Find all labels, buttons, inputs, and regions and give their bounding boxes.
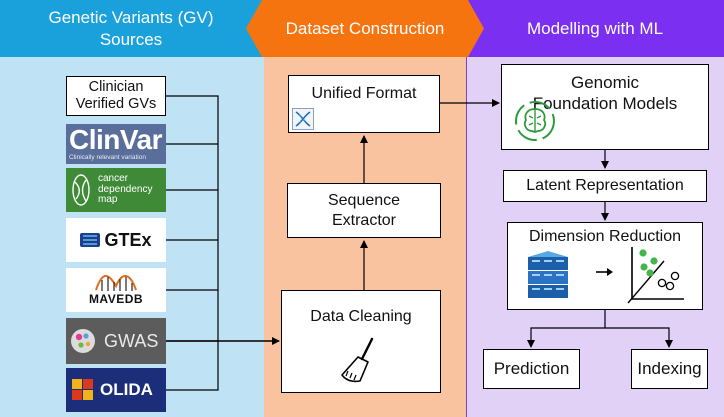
sequence-extractor-box: Sequence Extractor [287, 183, 441, 238]
arrow-to-prediction [527, 310, 606, 348]
data-cleaning-label: Data Cleaning [310, 308, 412, 325]
latent-representation-box: Latent Representation [503, 170, 707, 202]
gwas-logo-text: GWAS [104, 330, 159, 351]
prediction-label: Prediction [493, 359, 570, 379]
modelling-header-text: Modelling with ML [526, 18, 664, 38]
scatter-plot-icon [627, 247, 684, 304]
sources-header: Genetic Variants (GV) Sources [0, 0, 262, 57]
olida-logo-text: OLIDA [100, 380, 153, 399]
broom-icon [341, 337, 374, 383]
indexing-box: Indexing [631, 349, 708, 389]
dataset-header: Dataset Construction [246, 0, 484, 57]
dimension-reduction-label: Dimension Reduction [528, 228, 682, 245]
clinician-verified-box: Clinician Verified GVs [66, 76, 166, 116]
clinvar-logo-text: ClinVar [69, 124, 162, 155]
unified-format-label: Unified Format [311, 85, 417, 102]
sources-header-text: Genetic Variants (GV) Sources [48, 8, 214, 49]
indexing-label: Indexing [637, 359, 702, 379]
olida-icon [72, 379, 93, 400]
clinvar-logo: ClinVar Clinically relevant variation [66, 124, 166, 164]
foundation-models-box: Genomic Foundation Models [501, 64, 709, 150]
sequence-extractor-label: Sequence Extractor [327, 191, 401, 229]
brain-icon [515, 101, 555, 141]
foundation-models-label: Genomic Foundation Models [532, 73, 678, 114]
dataset-header-text: Dataset Construction [285, 18, 445, 38]
mavedb-logo-text: MAVEDB [88, 292, 144, 306]
gwas-icon [71, 329, 95, 353]
database-cube-icon [528, 251, 568, 298]
gwas-logo: GWAS [66, 318, 166, 364]
dna-icon [292, 108, 314, 130]
latent-representation-label: Latent Representation [526, 177, 684, 194]
depmap-icon [72, 174, 90, 206]
unified-format-box: Unified Format [288, 75, 440, 133]
depmap-logo-text: cancer dependency map [98, 173, 153, 206]
gtex-logo: GTEx [66, 218, 166, 262]
modelling-header: Modelling with ML [466, 0, 724, 57]
olida-logo: OLIDA [66, 368, 166, 412]
arrow-right-icon [596, 268, 613, 276]
gtex-icon [80, 233, 101, 247]
clinician-verified-label: Clinician Verified GVs [75, 78, 157, 112]
mavedb-icon [95, 275, 137, 291]
prediction-box: Prediction [483, 349, 580, 389]
data-cleaning-box: Data Cleaning [281, 290, 441, 393]
dimension-reduction-box: Dimension Reduction [507, 222, 703, 310]
gtex-logo-text: GTEx [104, 229, 152, 250]
mavedb-logo: MAVEDB [66, 268, 166, 312]
clinvar-tagline: Clinically relevant variation [69, 154, 146, 161]
depmap-logo: cancer dependency map [66, 168, 166, 212]
arrow-to-indexing [605, 327, 673, 348]
